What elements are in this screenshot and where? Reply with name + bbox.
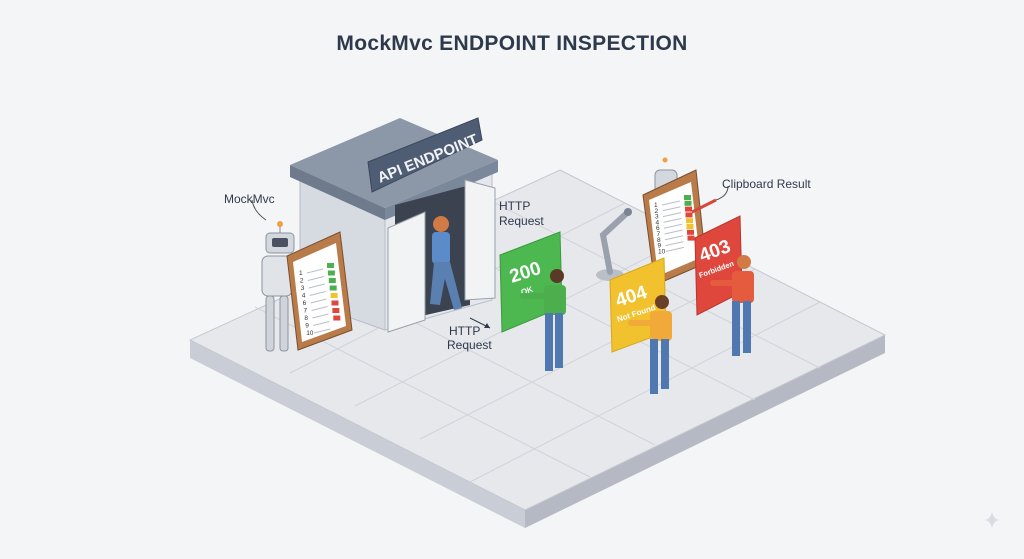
checklist-line xyxy=(309,291,326,296)
checklist-number: 8 xyxy=(657,237,661,244)
checklist-line xyxy=(664,229,683,235)
http-request-label-bottom-2: Request xyxy=(447,338,492,352)
checklist-status-mark xyxy=(330,293,338,298)
checklist-line xyxy=(307,276,325,281)
checklist-number: 1 xyxy=(654,202,658,209)
checklist-line xyxy=(312,313,329,319)
checklist-line xyxy=(306,268,324,274)
person-yellow xyxy=(628,295,672,394)
checklist-number: 9 xyxy=(305,323,309,330)
person-red xyxy=(710,255,754,356)
checklist-status-mark xyxy=(686,224,694,229)
checklist-status-mark xyxy=(332,308,340,313)
checklist-status-mark xyxy=(329,285,337,291)
checklist-number: 10 xyxy=(658,248,666,255)
http-request-label-bottom-1: HTTP xyxy=(449,324,480,338)
checklist-number: 8 xyxy=(304,315,308,322)
checklist-status-mark xyxy=(685,206,692,212)
http-request-label-top-2: Request xyxy=(499,214,544,228)
checklist-line xyxy=(313,321,330,326)
checklist-line xyxy=(665,246,685,252)
checklist-status-mark xyxy=(327,270,335,276)
checklist-number: 3 xyxy=(655,214,659,221)
checklist-line xyxy=(662,206,681,212)
checklist-line xyxy=(311,306,328,311)
page-title: MockMvc ENDPOINT INSPECTION xyxy=(336,32,688,55)
clipboard-result-label: Clipboard Result xyxy=(722,177,811,191)
checklist-status-mark xyxy=(684,195,691,200)
checklist-line xyxy=(661,200,681,206)
checklist-number: 7 xyxy=(304,308,308,315)
status-card-403: 403 Forbidden xyxy=(694,215,754,356)
checklist-status-mark xyxy=(687,229,694,235)
checklist-line xyxy=(663,217,682,223)
checklist-status-mark xyxy=(685,212,693,218)
checklist-number: 4 xyxy=(302,293,306,300)
checklist-number: 2 xyxy=(655,208,659,215)
checklist-number: 7 xyxy=(657,231,661,238)
checklist-status-mark xyxy=(333,315,341,321)
http-request-label-top-1: HTTP xyxy=(499,199,530,213)
checklist-number: 4 xyxy=(656,219,660,226)
checklist-status-mark xyxy=(327,263,334,268)
checklist-status-mark xyxy=(687,235,695,241)
checklist-line xyxy=(662,212,682,218)
checklist-line xyxy=(314,328,331,334)
checklist-number: 1 xyxy=(299,270,303,277)
checklist-number: 3 xyxy=(301,285,305,292)
door-right xyxy=(464,179,496,301)
pen-icon xyxy=(691,198,717,214)
label-pointer xyxy=(715,185,729,201)
person-walking xyxy=(430,216,462,310)
person-green xyxy=(520,269,566,371)
checklist-status-mark xyxy=(328,278,336,283)
status-card-200: 200 OK xyxy=(499,231,566,371)
sparkle-icon xyxy=(984,512,1000,528)
checklist-number: 6 xyxy=(656,225,660,232)
mockmvc-label: MockMvc xyxy=(224,192,275,206)
checklist-status-mark xyxy=(686,218,693,224)
checklist-line xyxy=(663,223,683,229)
checklist-line xyxy=(664,235,684,241)
door-left xyxy=(387,211,426,333)
checklist-line xyxy=(308,283,325,289)
checklist-number: 2 xyxy=(300,278,304,285)
checklist-line xyxy=(665,241,684,247)
checklist-number: 6 xyxy=(303,300,307,307)
checklist-line xyxy=(310,298,327,304)
checklist-status-mark xyxy=(684,200,692,206)
checklist-status-mark xyxy=(331,300,339,306)
checklist-number: 9 xyxy=(658,243,662,250)
status-card-404: 404 Not Found xyxy=(609,257,672,394)
checklist-number: 10 xyxy=(306,330,314,337)
label-pointer xyxy=(251,199,267,221)
